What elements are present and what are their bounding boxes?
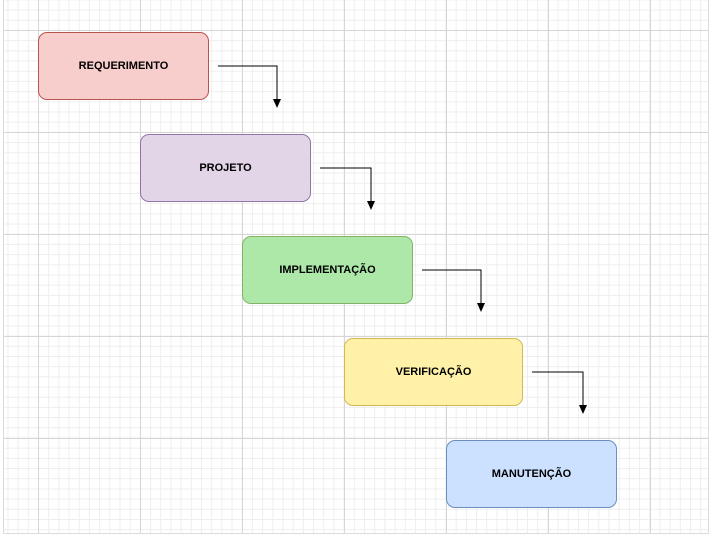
connector-layer: [218, 65, 587, 414]
node-verificacao[interactable]: VERIFICAÇÃO: [344, 338, 523, 406]
connector-requerimento-projeto[interactable]: [218, 65, 281, 108]
node-requerimento[interactable]: REQUERIMENTO: [38, 32, 209, 100]
connector-implementacao-verificacao[interactable]: [422, 269, 485, 312]
connector-projeto-implementacao[interactable]: [320, 167, 375, 210]
arrowhead-icon: [477, 303, 485, 312]
node-projeto[interactable]: PROJETO: [140, 134, 311, 202]
node-label: IMPLEMENTAÇÃO: [279, 264, 376, 276]
node-label: VERIFICAÇÃO: [395, 366, 472, 378]
node-label: PROJETO: [199, 162, 252, 174]
node-implementacao[interactable]: IMPLEMENTAÇÃO: [242, 236, 413, 304]
arrowhead-icon: [367, 201, 375, 210]
node-label: REQUERIMENTO: [78, 60, 169, 72]
node-manutencao[interactable]: MANUTENÇÃO: [446, 440, 617, 508]
arrowhead-icon: [579, 405, 587, 414]
connector-verificacao-manutencao[interactable]: [532, 371, 587, 414]
node-label: MANUTENÇÃO: [491, 468, 572, 480]
arrowhead-icon: [273, 99, 281, 108]
